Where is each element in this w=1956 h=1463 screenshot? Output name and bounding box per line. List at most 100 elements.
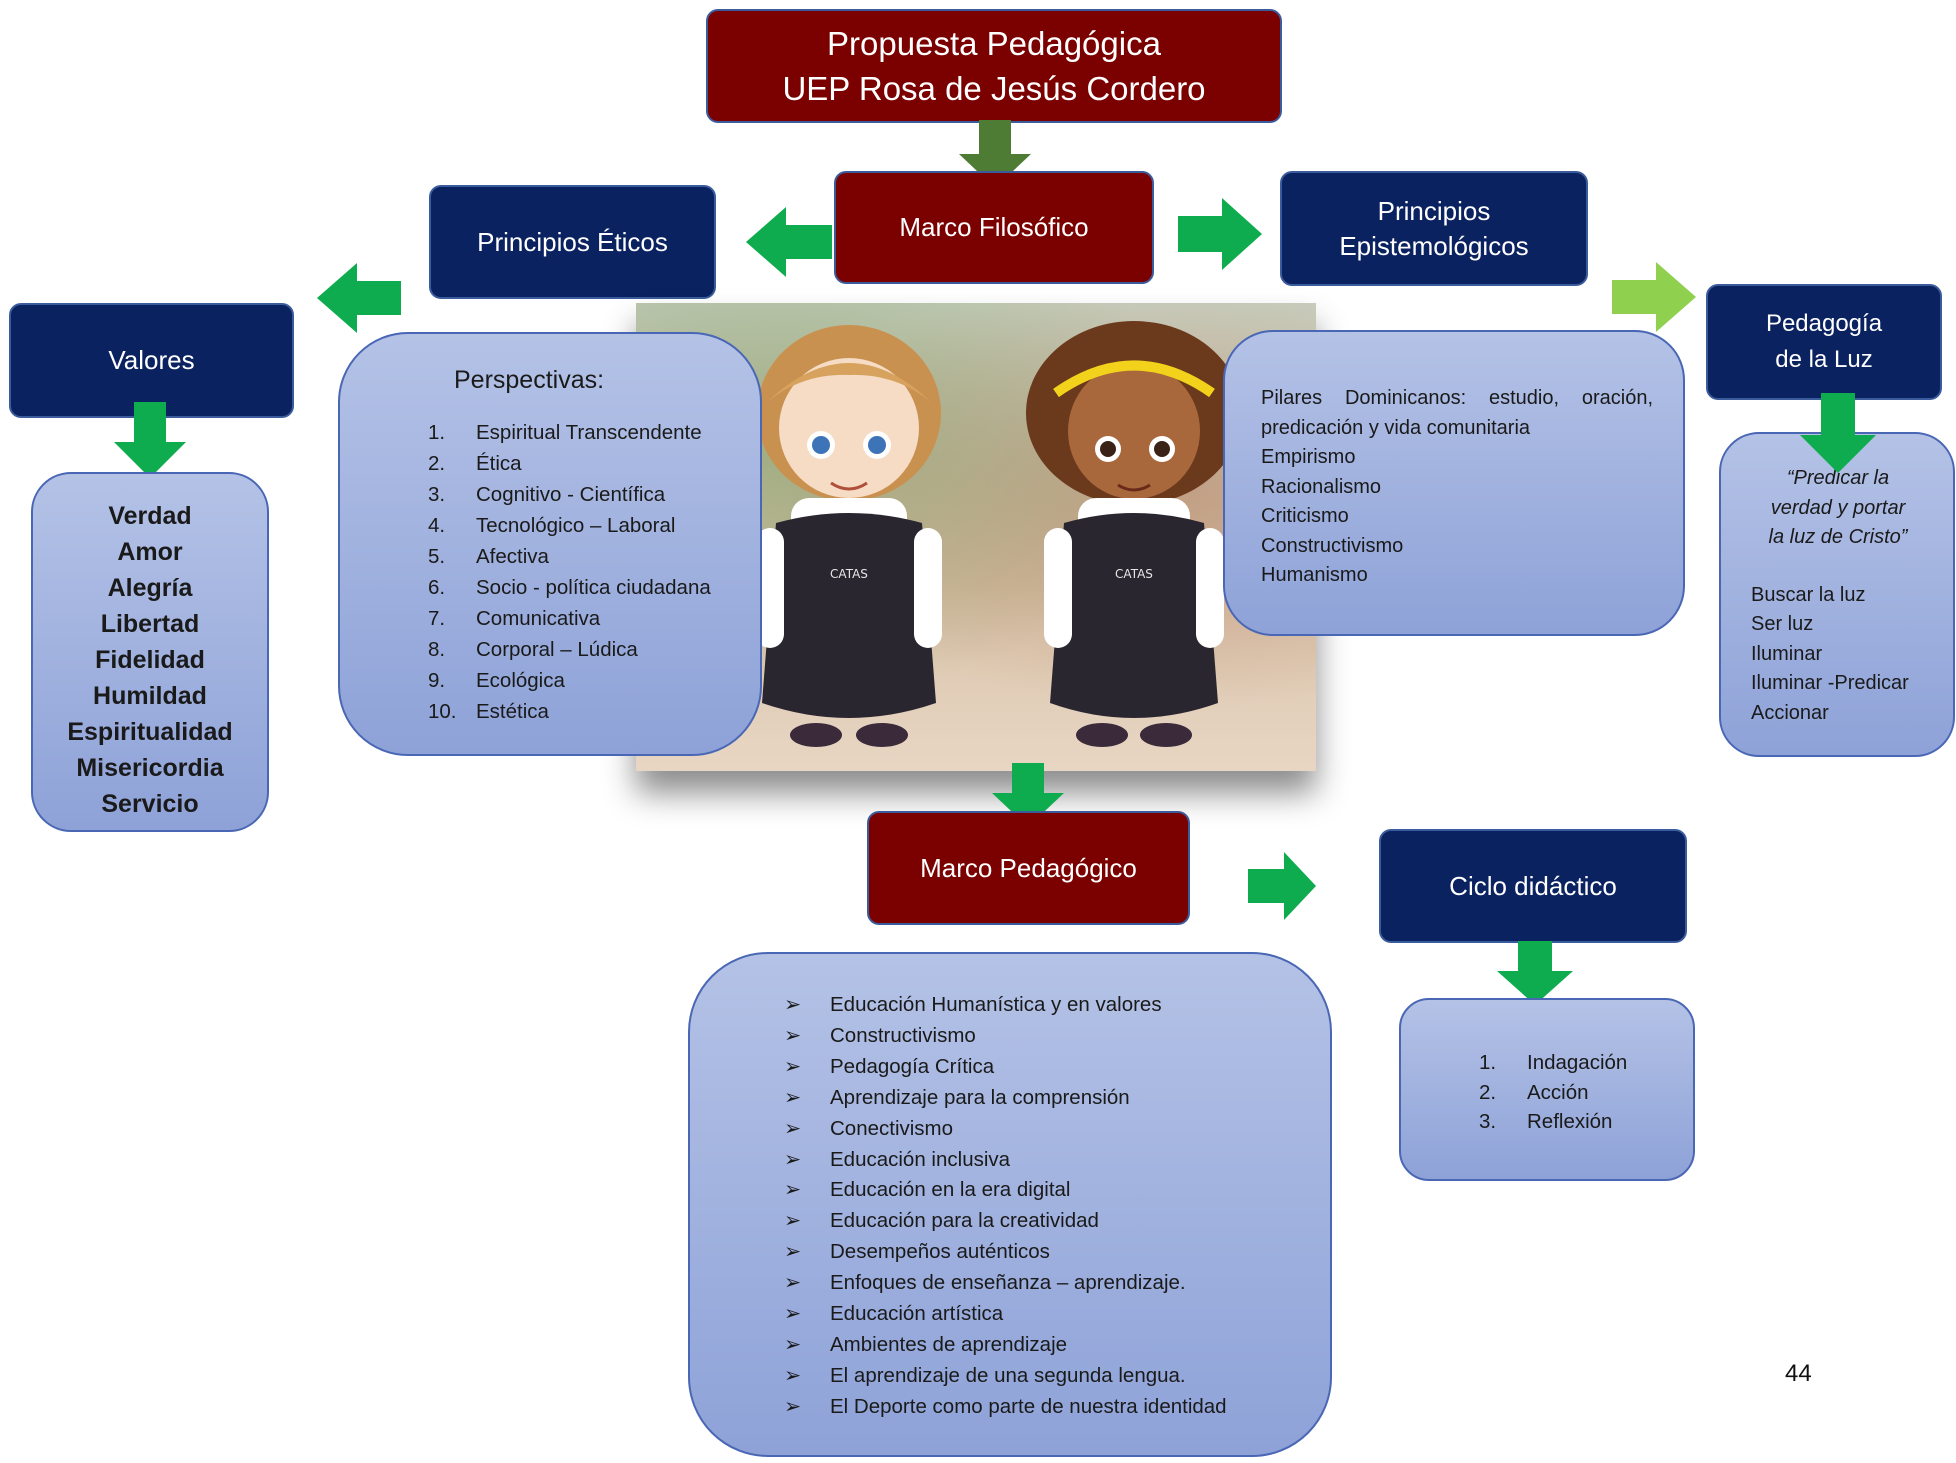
perspectiva-label: Socio - política ciudadana (476, 576, 711, 599)
marco-pedagogico-item: ➢ Desempeños auténticos (784, 1237, 1330, 1268)
ciclo-item: 3.Reflexión (1479, 1107, 1693, 1137)
ciclo-list: 1. Indagación 2. Acción 3.Reflexión (1479, 1048, 1693, 1137)
epistemologia-item: Criticismo (1261, 505, 1349, 527)
ciclo-label: Acción (1527, 1080, 1589, 1104)
marco-pedagogico-item: ➢ Educación para la creatividad (784, 1206, 1330, 1237)
arrowhead-bullet-icon: ➢ (784, 1394, 802, 1418)
marco-pedagogico-item: ➢ El aprendizaje de una segunda lengua. (784, 1361, 1330, 1392)
perspectiva-label: Ética (476, 452, 522, 475)
marco-pedagogico-item: ➢ Conectivismo (784, 1114, 1330, 1145)
arrowhead-bullet-icon: ➢ (784, 1240, 802, 1264)
luz-quote-line-1: “Predicar la (1786, 467, 1890, 489)
epistemologia-item: Racionalismo (1261, 475, 1382, 498)
marco-pedagogico-item: ➢ Constructivismo (784, 1021, 1330, 1052)
perspectiva-item: 5. Afectiva (428, 541, 760, 572)
perspectiva-item: 2. Ética (428, 448, 760, 479)
arrowhead-bullet-icon: ➢ (784, 993, 802, 1016)
valores-box: Valores (9, 303, 294, 418)
pedagogia-luz-box: Pedagogía de la Luz (1706, 284, 1942, 400)
marco-pedagogico-item: ➢Educación en la era digital (784, 1175, 1330, 1206)
luz-item: Iluminar -Predicar (1751, 672, 1909, 694)
perspectiva-number: 6. (428, 576, 446, 599)
perspectiva-item: 10. Estética (428, 696, 760, 727)
principios-epistemologicos-box: Principios Epistemológicos (1280, 171, 1588, 286)
perspectiva-number: 8. (428, 638, 446, 661)
perspectiva-number: 1. (428, 421, 446, 444)
ciclo-label: Indagación (1527, 1051, 1628, 1074)
ciclo-number: 2. (1479, 1080, 1497, 1104)
marco-pedagogico-label: Educación para la creatividad (830, 1209, 1099, 1233)
perspectiva-number: 5. (428, 545, 446, 568)
marco-pedagogico-label: Ambientes de aprendizaje (830, 1332, 1068, 1356)
title-line-1: Propuesta Pedagógica (827, 25, 1161, 62)
arrowhead-bullet-icon: ➢ (784, 1209, 802, 1233)
luz-item: Accionar (1751, 701, 1829, 724)
arrowhead-bullet-icon: ➢ (784, 1302, 802, 1326)
valor-item: Fidelidad (95, 646, 205, 674)
perspectiva-item: 4.Tecnológico – Laboral (428, 510, 760, 541)
perspectiva-item: 3.Cognitivo - Científica (428, 479, 760, 510)
marco-filosofico-label: Marco Filosófico (899, 212, 1089, 242)
perspectiva-label: Afectiva (476, 545, 549, 568)
valor-item: Verdad (108, 502, 192, 530)
valores-label: Valores (108, 345, 195, 375)
arrowhead-bullet-icon: ➢ (784, 1332, 802, 1356)
arrow-down-marco-pedagogico (992, 763, 1064, 827)
arrow-right-epistemologicos (1178, 198, 1262, 270)
perspectivas-box: Perspectivas: 1.Espiritual Transcendente… (338, 332, 762, 756)
valor-item: Alegría (107, 574, 193, 602)
marco-pedagogico-label: Desempeños auténticos (830, 1240, 1050, 1264)
perspectiva-label: Tecnológico – Laboral (476, 514, 676, 537)
perspectiva-label: Cognitivo - Científica (476, 483, 666, 506)
uniform-logo-1: CATAS (830, 567, 868, 581)
marco-pedagogico-label: Educación artística (830, 1302, 1004, 1326)
marco-pedagogico-label: Marco Pedagógico (920, 852, 1137, 883)
title-box: Propuesta Pedagógica UEP Rosa de Jesús C… (706, 9, 1282, 123)
students-illustration: CATAS CATAS (756, 321, 1242, 747)
uniform-logo-2: CATAS (1115, 567, 1153, 581)
valor-item: Misericordia (76, 754, 224, 782)
valor-item: Amor (117, 538, 183, 566)
perspectiva-label: Comunicativa (476, 607, 601, 630)
perspectiva-label: Corporal – Lúdica (476, 638, 638, 661)
arrow-right-ciclo (1248, 852, 1316, 920)
marco-pedagogico-item: ➢ Educación artística (784, 1299, 1330, 1330)
ciclo-number: 1. (1479, 1051, 1497, 1074)
arrowhead-bullet-icon: ➢ (784, 1023, 802, 1047)
perspectiva-number: 9. (428, 669, 446, 692)
arrow-left-eticos (746, 207, 832, 277)
arrowhead-bullet-icon: ➢ (784, 1271, 802, 1295)
epistemologia-item: Empirismo (1261, 446, 1356, 468)
marco-pedagogico-label: Conectivismo (830, 1116, 954, 1140)
arrowhead-bullet-icon: ➢ (784, 1116, 802, 1140)
arrow-right-pedagogia-luz (1612, 262, 1696, 332)
luz-item: Buscar la luz (1751, 583, 1866, 606)
arrowhead-bullet-icon: ➢ (784, 1363, 802, 1387)
pilares-line-2: predicación y vida comunitaria (1261, 416, 1531, 439)
luz-quote: “Predicar la verdad y portar la luz de C… (1723, 464, 1953, 553)
ciclo-list-box: 1. Indagación 2. Acción 3.Reflexión (1399, 998, 1695, 1181)
marco-pedagogico-label: Pedagogía Crítica (830, 1054, 995, 1078)
perspectiva-item: 8. Corporal – Lúdica (428, 634, 760, 665)
perspectiva-item: 9.Ecológica (428, 665, 760, 696)
ciclo-number: 3. (1479, 1110, 1497, 1133)
principios-eticos-label: Principios Éticos (477, 226, 668, 257)
epistemologia-box: Pilares Dominicanos: estudio, oración, p… (1223, 330, 1685, 636)
perspectiva-label: Estética (476, 700, 549, 723)
marco-pedagogico-label: El aprendizaje de una segunda lengua. (830, 1363, 1186, 1387)
marco-pedagogico-list: ➢Educación Humanística y en valores➢Cons… (784, 990, 1330, 1423)
perspectiva-number: 2. (428, 452, 446, 475)
marco-filosofico-box: Marco Filosófico (834, 171, 1154, 284)
perspectiva-number: 10. (428, 700, 457, 723)
marco-pedagogico-label: Educación inclusiva (830, 1147, 1011, 1171)
marco-pedagogico-label: Constructivismo (830, 1023, 976, 1047)
valor-item: Libertad (100, 610, 200, 638)
ciclo-didactico-label: Ciclo didáctico (1449, 870, 1617, 901)
marco-pedagogico-item: ➢El Deporte como parte de nuestra identi… (784, 1392, 1330, 1423)
arrowhead-bullet-icon: ➢ (784, 1054, 802, 1078)
ciclo-item: 1. Indagación (1479, 1048, 1693, 1078)
valor-item: Espiritualidad (67, 718, 233, 746)
